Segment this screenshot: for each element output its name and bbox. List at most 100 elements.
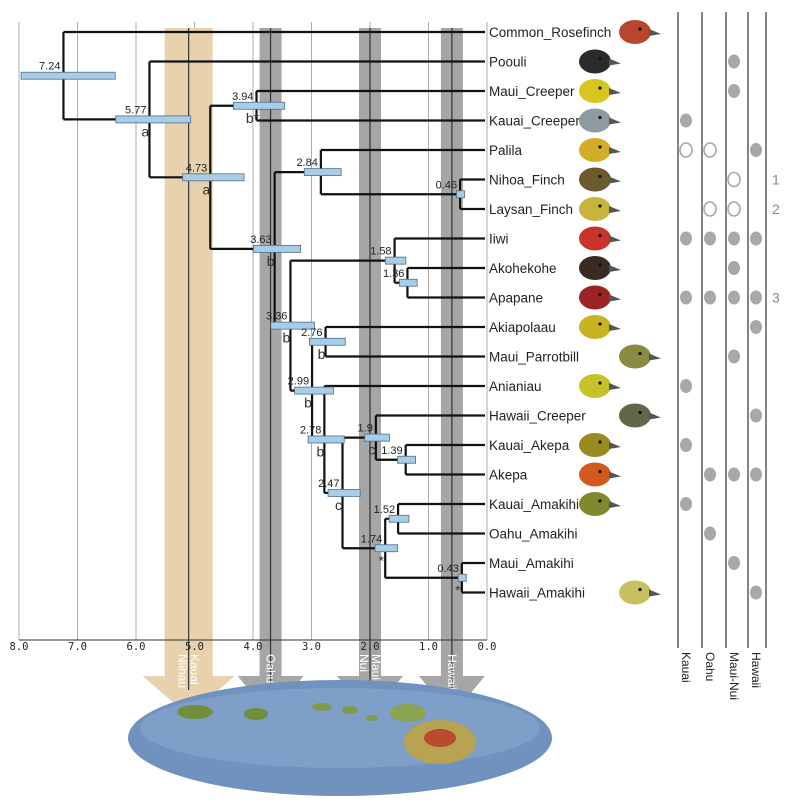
- node-letter-label: c: [368, 442, 375, 458]
- ocean-shelf: [140, 688, 540, 768]
- node-age-bar: [233, 101, 286, 110]
- island-band-label-text: Niihau: [176, 654, 190, 688]
- bird-head-icon: [579, 167, 621, 192]
- taxon-label: Palila: [489, 143, 523, 158]
- presence-dot: [750, 585, 762, 600]
- presence-dot: [750, 467, 762, 482]
- absence-dot: [703, 142, 717, 158]
- bird-head-shape: [579, 462, 611, 487]
- taxon-label: Maui_Creeper: [489, 84, 575, 99]
- taxon-label: Kauai_Akepa: [489, 438, 570, 453]
- presence-dot: [728, 349, 740, 364]
- presence-dot: [728, 467, 740, 482]
- footnote-number: 3: [772, 290, 780, 306]
- bird-head-icon: [619, 344, 661, 369]
- node-age-bar: [364, 433, 390, 442]
- presence-dot: [680, 497, 692, 511]
- bird-eye: [598, 86, 602, 90]
- bird-beak: [609, 471, 621, 479]
- node-letter-label: b: [283, 330, 291, 346]
- presence-dot: [750, 143, 762, 157]
- bird-head-icon: [579, 285, 621, 310]
- island-band-label: Hawaii: [445, 654, 459, 690]
- taxon-label: Laysan_Finch: [489, 202, 573, 217]
- bird-beak: [609, 501, 621, 508]
- bird-beak: [609, 442, 621, 449]
- node-age-bar: [182, 173, 245, 182]
- node-age-bars: [20, 71, 467, 582]
- bird-head-shape: [579, 49, 611, 74]
- node-age-bar: [270, 321, 315, 330]
- bird-beak: [609, 294, 621, 302]
- bird-head-shape: [579, 256, 611, 280]
- bird-beak: [609, 117, 621, 125]
- bird-beak: [609, 235, 621, 243]
- taxon-labels: Common_RosefinchPoouliMaui_CreeperKauai_…: [489, 20, 661, 605]
- node-letter-label: a: [142, 123, 150, 139]
- presence-dot: [680, 290, 692, 305]
- taxon-label: Akepa: [489, 468, 528, 483]
- node-age-label: 0.46: [436, 179, 457, 191]
- bird-head-shape: [579, 315, 611, 339]
- bird-beak: [609, 58, 621, 66]
- island-band-label-text: Nui: [357, 654, 371, 672]
- bird-head-icon: [579, 138, 621, 162]
- presence-dot: [750, 290, 762, 305]
- bird-eye: [598, 381, 602, 385]
- bird-head-icon: [619, 20, 661, 44]
- bird-eye: [598, 263, 602, 267]
- island-shape: [424, 729, 456, 747]
- bird-head-icon: [579, 49, 621, 74]
- absence-dot: [703, 201, 717, 217]
- node-age-bar: [308, 337, 346, 346]
- bird-head-icon: [579, 433, 621, 457]
- axis-tick-label: 8.0: [10, 641, 29, 653]
- axis-tick-label: 1.0: [419, 641, 438, 653]
- node-age-label: 7.24: [39, 61, 60, 73]
- bird-head-icon: [579, 492, 621, 516]
- bird-beak: [649, 412, 661, 420]
- presence-dot: [680, 231, 692, 246]
- taxon-label: Nihoa_Finch: [489, 173, 565, 188]
- node-age-bar: [303, 168, 342, 177]
- matrix-column-label: Kauai: [679, 652, 693, 683]
- taxon-label: Akiapolaau: [489, 320, 556, 335]
- node-age-label: 5.77: [125, 104, 146, 116]
- taxon-label: Anianiau: [489, 379, 542, 394]
- presence-dot: [728, 84, 740, 98]
- matrix-column-label: Hawaii: [749, 652, 763, 688]
- node-age-bar: [384, 256, 407, 265]
- hawaii-map: [128, 680, 552, 796]
- presence-dot: [680, 113, 692, 128]
- bird-head-icon: [579, 256, 621, 280]
- node-age-bar: [327, 489, 361, 497]
- node-age-label: 1.52: [374, 504, 395, 516]
- taxon-label: Akohekohe: [489, 261, 557, 276]
- node-age-bar: [388, 514, 410, 523]
- taxon-label: Iiwi: [489, 232, 509, 247]
- bird-eye: [598, 499, 602, 503]
- bird-head-shape: [579, 226, 611, 251]
- node-letter-label: *: [378, 552, 384, 568]
- node-age-bar: [253, 244, 301, 253]
- footnote-number: 1: [772, 172, 780, 188]
- node-letter-label: b*: [246, 110, 260, 126]
- bird-eye: [638, 351, 642, 356]
- presence-dot: [728, 290, 740, 305]
- bird-beak: [609, 265, 621, 272]
- bird-eye: [598, 440, 602, 444]
- island-arrow: [142, 676, 235, 716]
- bird-head-icon: [619, 403, 661, 428]
- island-band-label: Oahu: [264, 654, 278, 683]
- bird-eye: [598, 204, 602, 208]
- axis-tick-label: 7.0: [68, 641, 87, 653]
- taxon-label: Hawaii_Amakihi: [489, 586, 585, 601]
- matrix-column-label-text: Hawaii: [749, 652, 763, 688]
- bird-head-icon: [579, 374, 621, 398]
- bird-head-shape: [619, 344, 651, 369]
- node-age-bar: [456, 190, 465, 199]
- taxon-label: Hawaii_Creeper: [489, 409, 586, 424]
